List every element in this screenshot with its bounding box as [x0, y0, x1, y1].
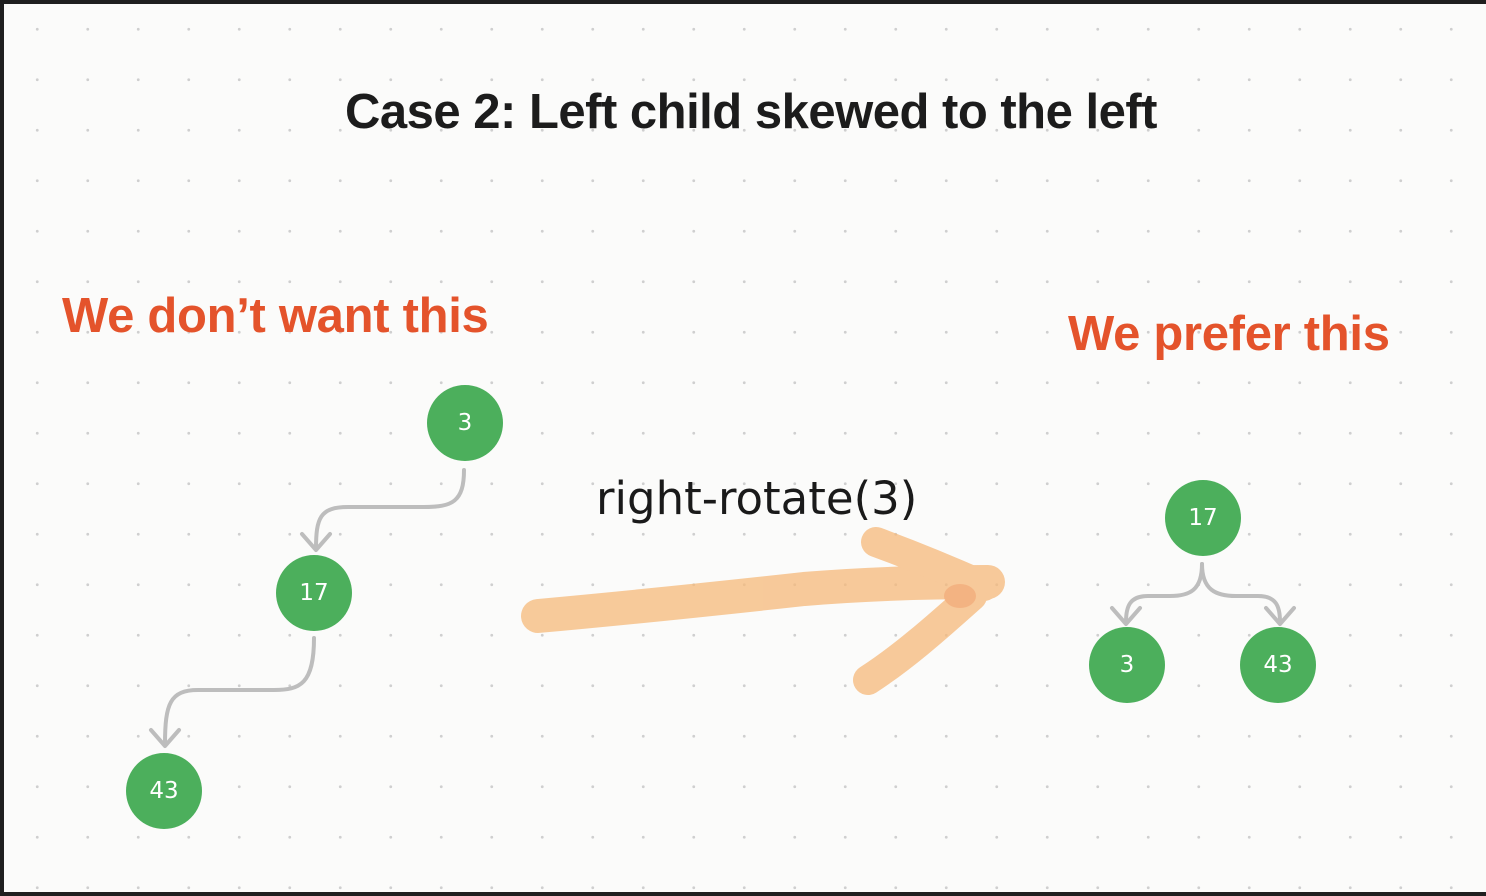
- edge-17-to-43: [1200, 562, 1282, 624]
- edge-3-to-17: [314, 468, 466, 551]
- arrowhead-3: [1110, 606, 1142, 626]
- rotate-arrow: [521, 527, 1005, 695]
- preferred-tree-label: We prefer this: [1068, 307, 1390, 361]
- node-17-root-balanced: 17: [1165, 480, 1241, 556]
- arrowhead-43: [149, 728, 181, 748]
- unwanted-tree-label: We don’t want this: [62, 289, 489, 343]
- edge-17-to-43: [163, 636, 316, 746]
- edges-layer: [149, 468, 1296, 748]
- edge-17-to-3: [1124, 562, 1204, 624]
- rotation-operation-label: right-rotate(3): [596, 472, 918, 525]
- node-43-unbalanced: 43: [126, 753, 202, 829]
- diagram-canvas: Case 2: Left child skewed to the left We…: [4, 4, 1486, 892]
- node-3-balanced: 3: [1089, 627, 1165, 703]
- node-3-unbalanced: 3: [427, 385, 503, 461]
- arrowhead-17: [300, 532, 332, 552]
- arrowhead-43-right: [1264, 606, 1296, 626]
- diagram-title: Case 2: Left child skewed to the left: [345, 85, 1157, 139]
- node-43-balanced: 43: [1240, 627, 1316, 703]
- node-17-unbalanced: 17: [276, 555, 352, 631]
